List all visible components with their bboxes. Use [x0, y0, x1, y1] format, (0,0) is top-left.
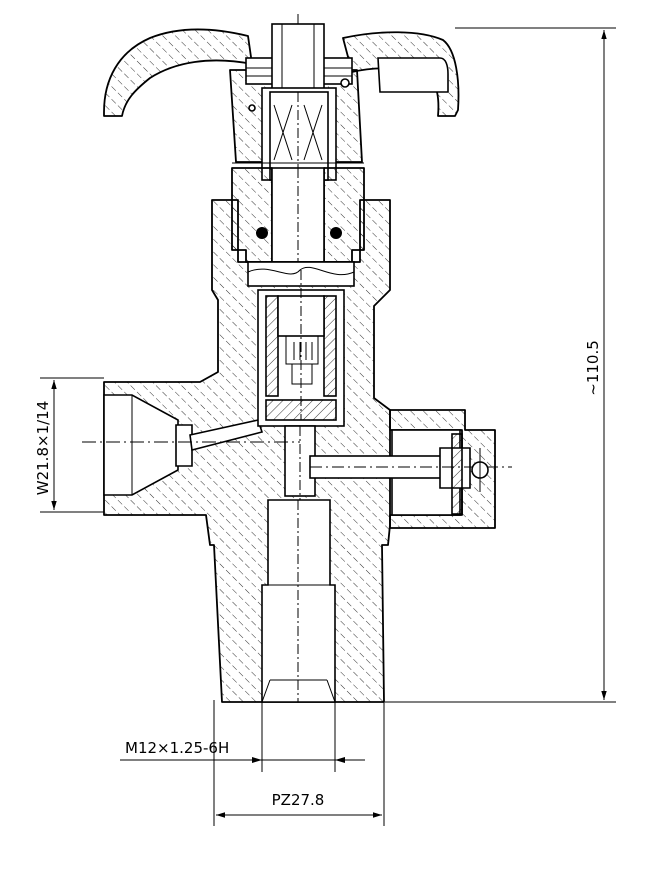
dim-inlet-thread: W21.8×1/14	[34, 377, 104, 513]
overall-height-label: ~110.5	[584, 340, 602, 396]
dim-outlet-thread: M12×1.25-6H	[120, 702, 365, 772]
taper-thread-label: PZ27.8	[272, 791, 325, 809]
handwheel-nut	[245, 23, 353, 112]
inlet-thread-label: W21.8×1/14	[34, 401, 52, 495]
outlet-thread-label: M12×1.25-6H	[125, 739, 229, 757]
dim-taper-thread: PZ27.8	[213, 700, 385, 826]
outlet-bore	[261, 499, 336, 703]
spindle	[232, 87, 364, 181]
dim-overall-height: ~110.5	[385, 27, 616, 703]
safety-fitting	[309, 409, 512, 529]
valve-seat-chamber	[247, 261, 355, 427]
gland-nut	[231, 167, 365, 263]
valve-body	[103, 199, 463, 703]
